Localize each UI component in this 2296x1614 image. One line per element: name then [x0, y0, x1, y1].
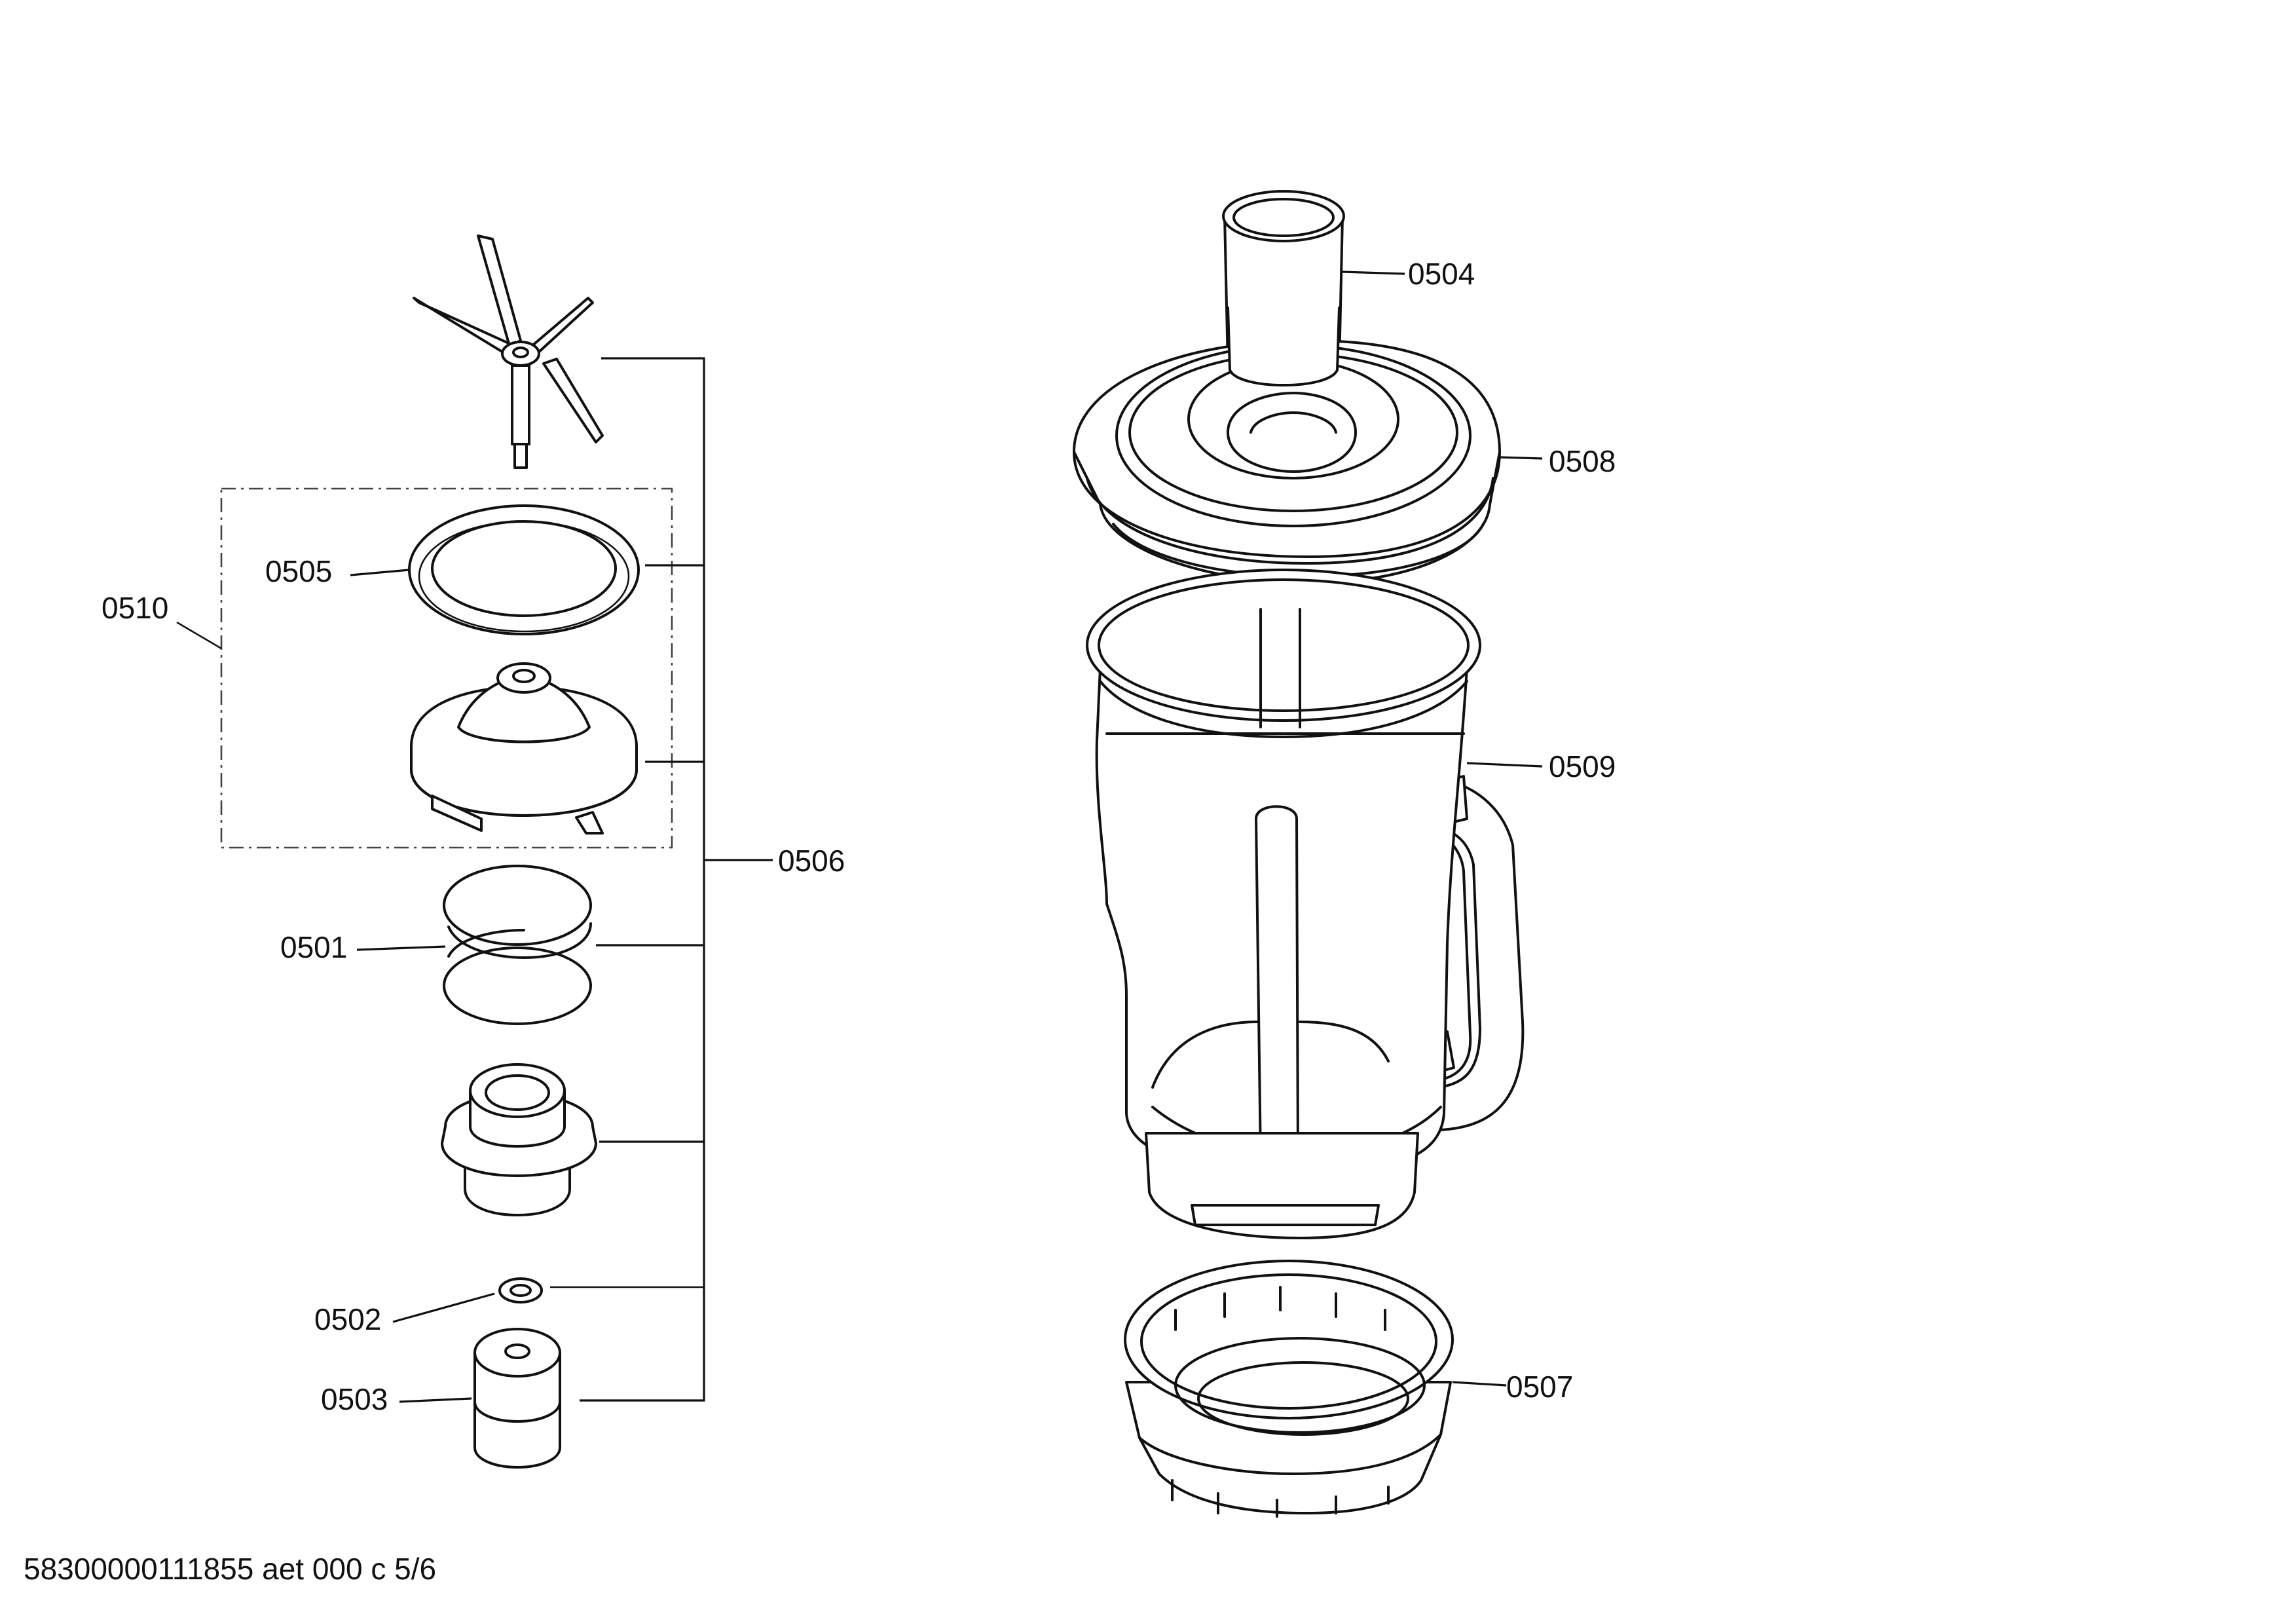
label-0501: 0501	[280, 930, 347, 964]
label-0507: 0507	[1506, 1370, 1573, 1404]
leader-0507	[1452, 1381, 1507, 1387]
cone-cover	[410, 662, 638, 835]
label-0504: 0504	[1408, 257, 1475, 291]
leader-0508	[1498, 456, 1543, 460]
leader-0504	[1342, 271, 1405, 275]
leader-0502	[392, 1292, 495, 1323]
lid-0508	[1073, 307, 1501, 584]
seal-ring-0505	[408, 504, 640, 635]
label-0508: 0508	[1549, 444, 1616, 478]
label-0506: 0506	[778, 844, 845, 878]
bushing-0503	[473, 1328, 561, 1469]
label-0505: 0505	[265, 554, 332, 588]
washer-0502	[498, 1277, 543, 1304]
label-0509: 0509	[1549, 749, 1616, 783]
leader-0501	[356, 945, 446, 951]
bearing-housing	[441, 1063, 597, 1216]
spring-0501	[443, 865, 592, 1025]
blade-knife	[413, 235, 604, 469]
label-0503: 0503	[321, 1382, 388, 1416]
jug-0509	[1086, 569, 1525, 1239]
leader-0510	[176, 621, 222, 650]
leader-0503	[399, 1397, 472, 1403]
label-0502: 0502	[314, 1302, 381, 1336]
footer-document-code: 58300000111855 aet 000 c 5/6	[24, 1552, 437, 1586]
label-0510: 0510	[102, 591, 168, 625]
group-0510-outline	[220, 487, 673, 849]
leader-0509	[1466, 762, 1543, 768]
leader-0505	[350, 569, 410, 576]
bracket-0506	[550, 357, 773, 1402]
base-ring-0507	[1124, 1260, 1454, 1518]
